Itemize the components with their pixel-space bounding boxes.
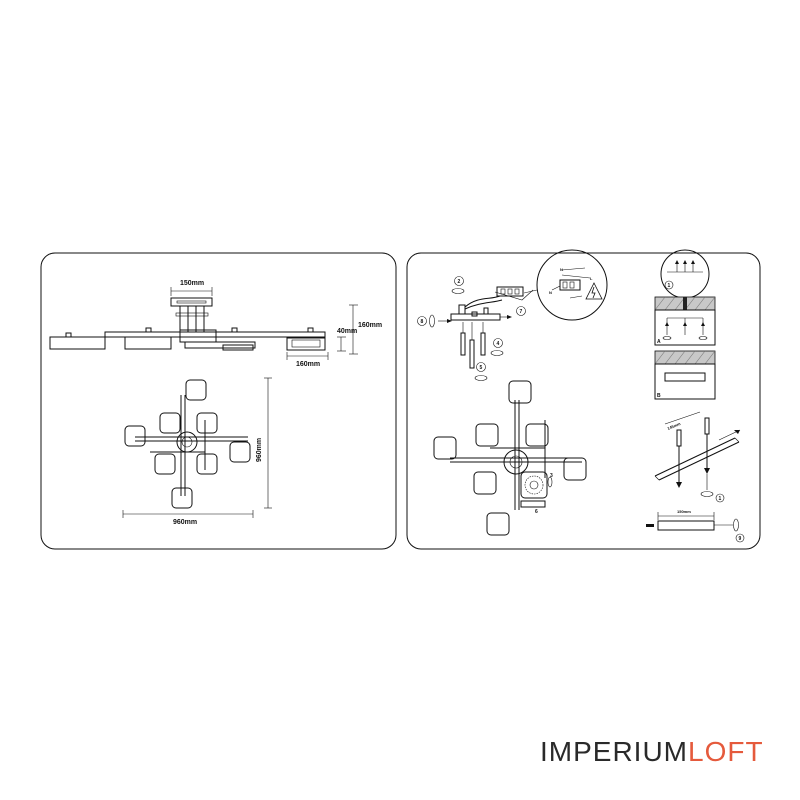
section-a-label: A: [657, 339, 661, 345]
side-elevation-drawing: 150mm 160mm 40mm: [49, 280, 382, 368]
step-1-label-bottom: 1: [719, 496, 722, 502]
step-7-label: 7: [520, 309, 523, 315]
wire-label-n-top: N: [560, 267, 563, 272]
dim-plate-width: 150mm: [677, 509, 691, 514]
plan-view-drawing: 960mm 960mm: [122, 377, 272, 526]
logo-part-imperium: IMPERIUM: [540, 736, 688, 767]
ceiling-detail-circle: 1: [660, 249, 710, 299]
anchor-mounting-detail: 145mm 1: [654, 411, 741, 503]
wire-label-l: L: [590, 276, 593, 281]
plate-width-detail: 150mm 9: [646, 509, 745, 543]
assembly-steps-drawing: 2 8 7 4 5: [417, 276, 534, 381]
right-panel-frame: [406, 252, 761, 550]
electric-warning-icon: [585, 282, 603, 300]
step-6-label: 6: [535, 509, 538, 515]
dim-height-total: 160mm: [358, 322, 382, 329]
section-b-label: B: [657, 393, 661, 399]
ceiling-section-a: A: [654, 296, 716, 346]
step-9-label: 9: [739, 536, 742, 542]
step-2-label: 2: [458, 279, 461, 285]
imperiumloft-logo: IMPERIUMLOFT: [540, 736, 764, 768]
logo-part-loft: LOFT: [688, 736, 764, 767]
step-4-label: 4: [497, 341, 500, 347]
wiring-detail-bubble: N L N: [523, 249, 608, 321]
step-8-label: 8: [421, 319, 424, 325]
dim-plan-width: 960mm: [173, 519, 197, 526]
ceiling-section-b: B: [654, 350, 716, 400]
step-1-label-top: 1: [668, 283, 671, 289]
dim-anchor-spacing: 145mm: [667, 421, 682, 431]
dim-plan-height: 960mm: [256, 438, 263, 462]
dim-height-small: 40mm: [337, 328, 357, 335]
wire-label-n-bottom: N: [549, 290, 552, 295]
dim-top-width: 150mm: [180, 280, 204, 287]
dim-bottom-width: 160mm: [296, 361, 320, 368]
step-3-label: 3: [550, 473, 553, 479]
step-5-label: 5: [480, 365, 483, 371]
plan-view-assembly: 3 6: [433, 380, 587, 536]
left-panel-frame: [40, 252, 397, 550]
